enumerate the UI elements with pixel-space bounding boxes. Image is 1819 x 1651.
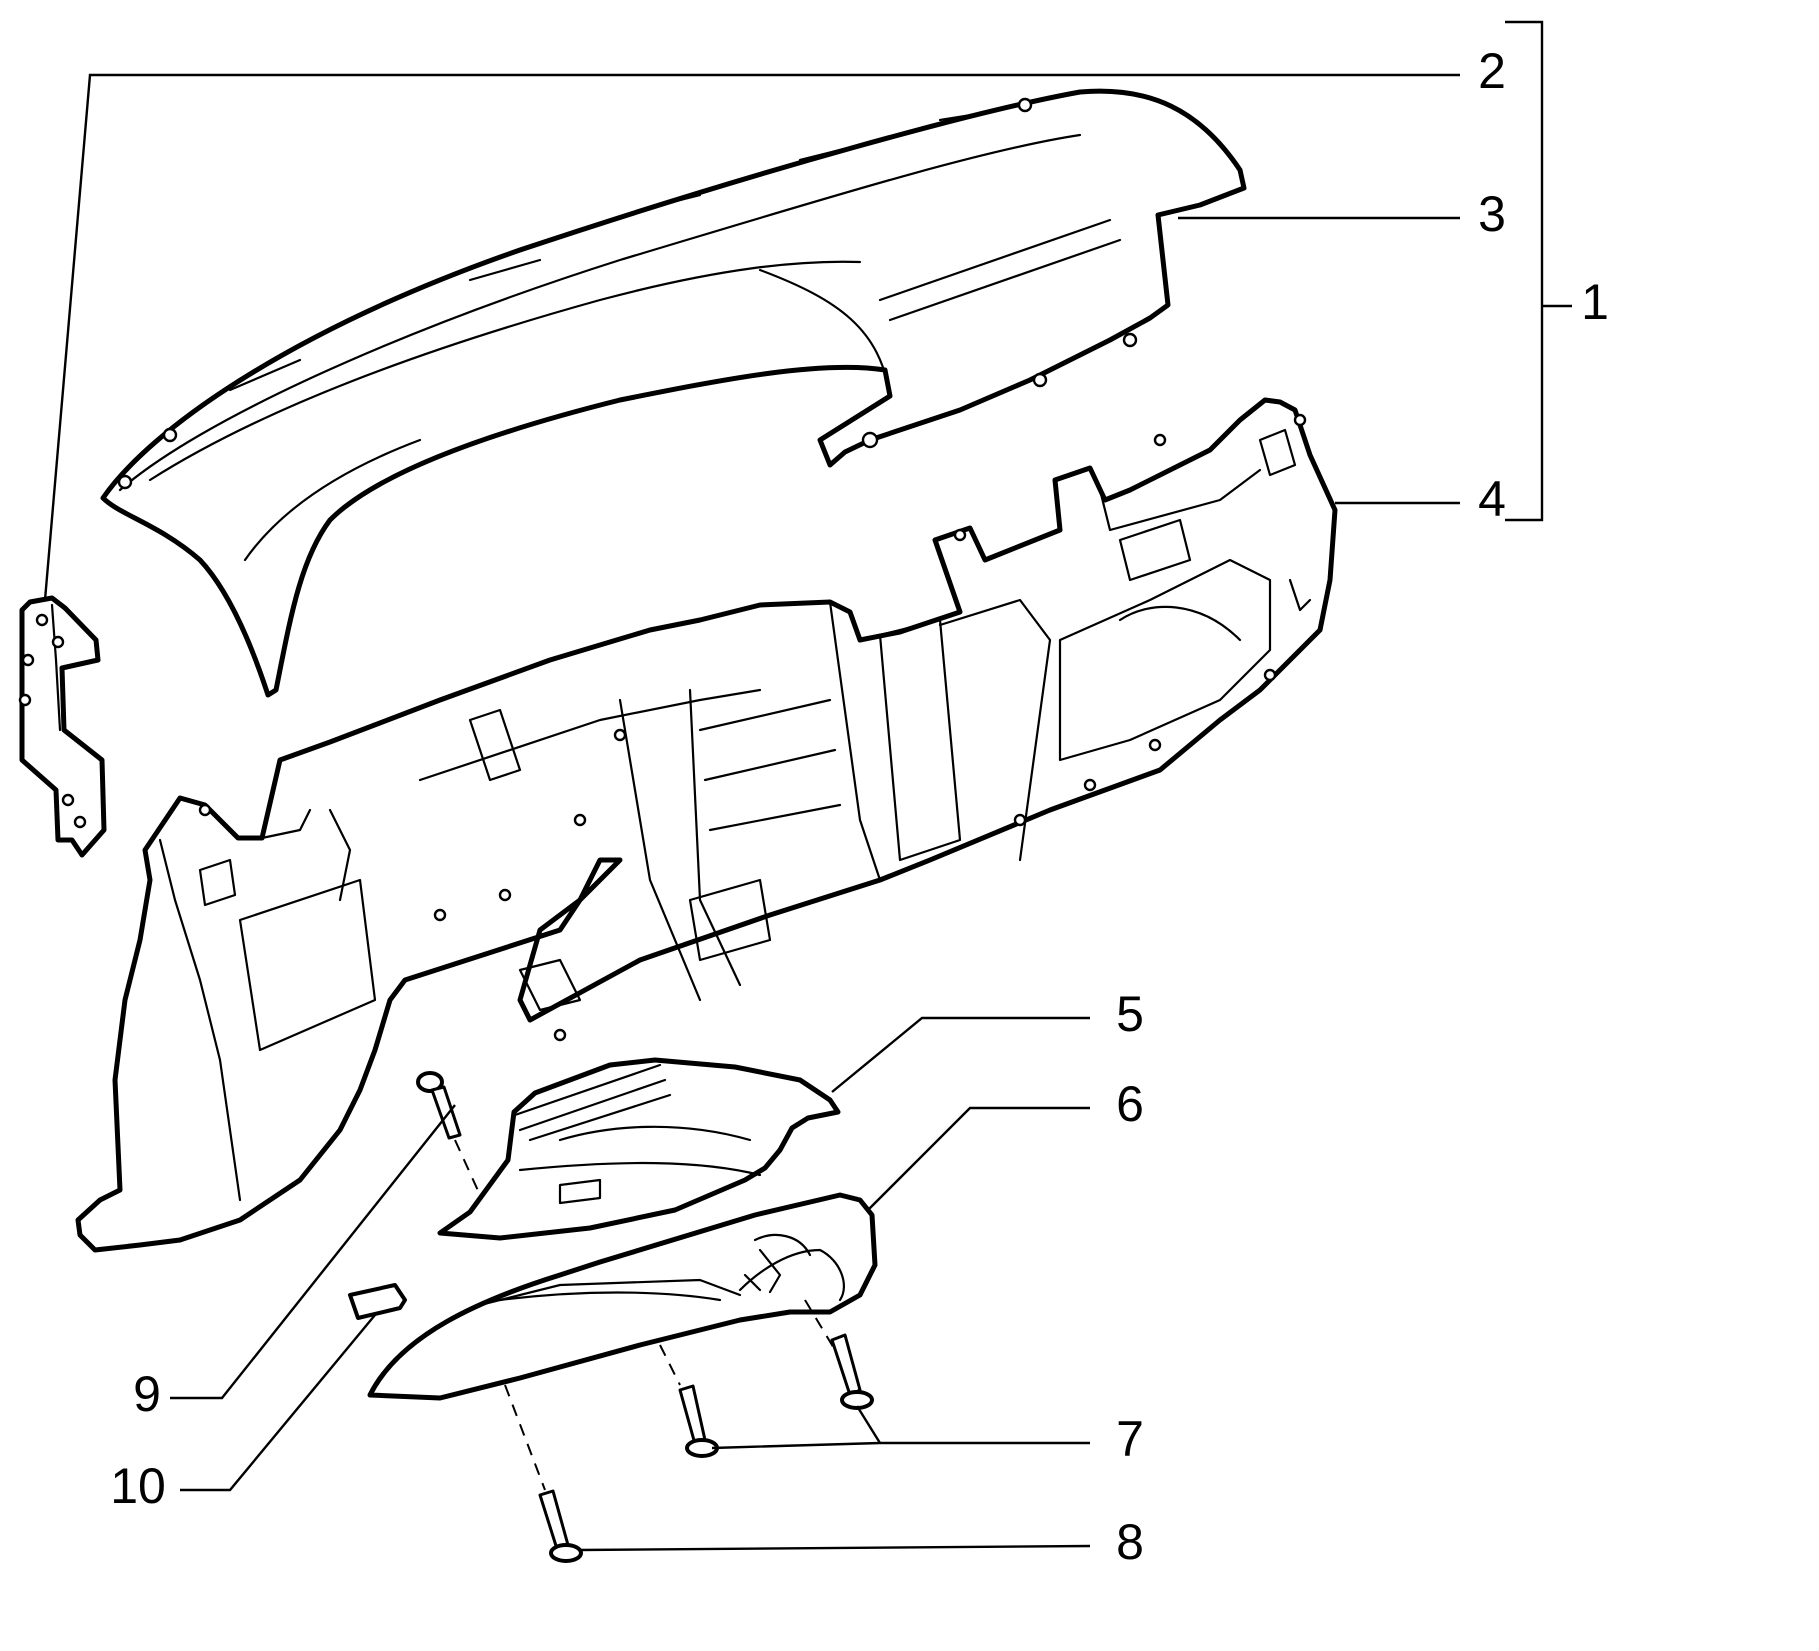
screw-7a <box>804 1299 874 1410</box>
side-bracket <box>18 595 107 858</box>
callout-1: 1 <box>1581 274 1609 330</box>
lower-cover <box>437 1057 841 1241</box>
glove-box-panel <box>367 1192 878 1401</box>
screw-9 <box>416 1071 481 1196</box>
screw-8 <box>504 1384 583 1563</box>
callout-5: 5 <box>1116 986 1144 1042</box>
clip-10 <box>348 1283 407 1320</box>
screw-7b <box>659 1344 719 1458</box>
callout-2: 2 <box>1478 43 1506 99</box>
callout-3: 3 <box>1478 186 1506 242</box>
callout-10: 10 <box>110 1458 166 1514</box>
dashboard-frame <box>75 397 1338 1253</box>
callout-8: 8 <box>1116 1514 1144 1570</box>
callout-4: 4 <box>1478 471 1506 527</box>
dashboard-top-cover <box>100 88 1247 698</box>
callout-labels: 2 3 1 4 5 6 7 8 9 10 <box>110 43 1609 1570</box>
callout-9: 9 <box>133 1366 161 1422</box>
leader-lines <box>43 20 1572 1552</box>
callout-6: 6 <box>1116 1076 1144 1132</box>
callout-7: 7 <box>1116 1411 1144 1467</box>
